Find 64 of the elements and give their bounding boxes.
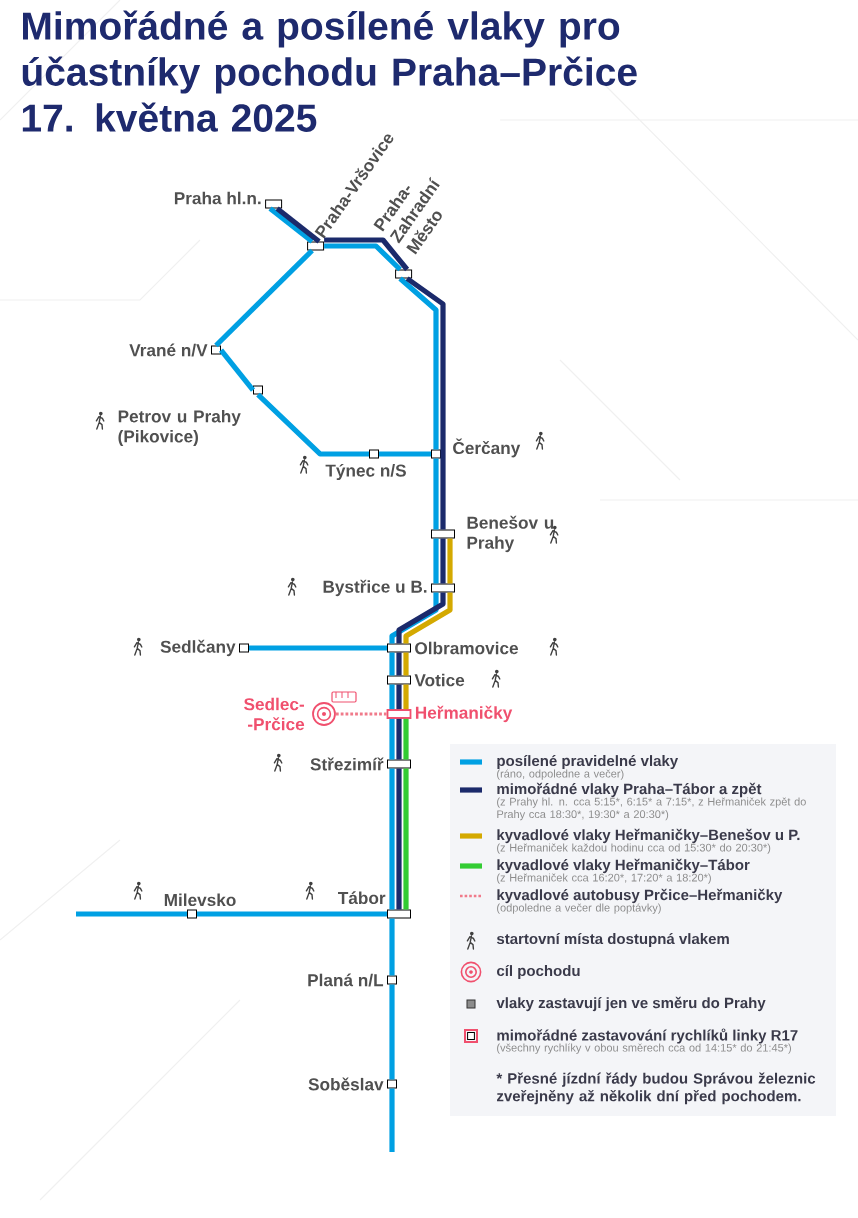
rail-line (396, 718, 402, 760)
rail-line (403, 652, 409, 676)
node-label: Čerčany (453, 438, 521, 458)
node-label: Týnec n/S (325, 463, 406, 481)
node-label: Heřmaničky (415, 705, 513, 723)
rail-line (389, 718, 395, 760)
rail-line (389, 1088, 395, 1152)
rail-line (389, 768, 395, 910)
rail-line (324, 243, 402, 272)
rail-line (389, 652, 395, 676)
rail-line (440, 538, 446, 584)
rail-line (389, 684, 395, 710)
rail-line (405, 276, 446, 530)
rail-line (268, 206, 314, 244)
station: Milevsko (164, 893, 236, 919)
rail-line (389, 918, 395, 976)
node-label: Milevsko (164, 893, 236, 907)
station: Týnec n/S (325, 449, 406, 481)
rail-line (218, 348, 256, 392)
node-label: Olbramovice (415, 641, 519, 655)
station: Benešov u Prahy (431, 515, 554, 553)
rail-line (324, 237, 410, 272)
node-label: Petrov u Prahy (Pikovice) (118, 409, 241, 446)
rail-line (398, 276, 439, 450)
station: Soběslav (308, 1077, 397, 1091)
rail-line (379, 451, 431, 457)
node-label: Bystřice u B. (323, 579, 427, 597)
rail-line (197, 911, 387, 917)
station: Bystřice u B. (323, 579, 455, 597)
rail-line (403, 768, 409, 910)
station: Praha hl.n. (174, 191, 283, 209)
station: Sedlčany (160, 639, 249, 657)
station: Heřmaničky (386, 705, 513, 723)
rail-line (403, 684, 409, 710)
rail-line (396, 684, 402, 710)
rail-line (447, 538, 453, 584)
station: Vrané n/V (129, 343, 221, 357)
rail-line (256, 392, 369, 457)
title: Mimořádné a posílené vlaky pro účastníky pochodu Praha–Prčice 17. května 2025 (22, 10, 637, 132)
node-label: Votice (414, 673, 465, 687)
rail-line (396, 768, 402, 910)
station: Tábor (338, 891, 411, 919)
node-label: Tábor (338, 891, 386, 905)
node-label: Sedlec- -Prčice (244, 697, 305, 731)
rail-line (433, 538, 439, 584)
rail-line (275, 206, 321, 244)
node-label: Střezimíř (310, 757, 384, 771)
station: Votice (387, 673, 465, 687)
rail-line (396, 652, 402, 676)
destination-station: Sedlec- -Prčice (244, 697, 336, 731)
station: Planá n/L (308, 973, 397, 987)
rail-line (433, 458, 439, 530)
node-label: Benešov u Prahy (467, 515, 554, 553)
rail-line (403, 718, 409, 760)
station: Čerčany (431, 438, 521, 459)
rail-line (389, 984, 395, 1080)
station: Olbramovice (387, 641, 518, 655)
station: Střezimíř (310, 757, 411, 771)
rail-line (76, 911, 187, 917)
station: Petrov u Prahy (Pikovice) (118, 385, 263, 446)
rail-line (214, 248, 314, 348)
node-label: Praha hl.n. (174, 191, 261, 205)
rail-line (249, 645, 387, 651)
bus-connection (335, 712, 387, 716)
